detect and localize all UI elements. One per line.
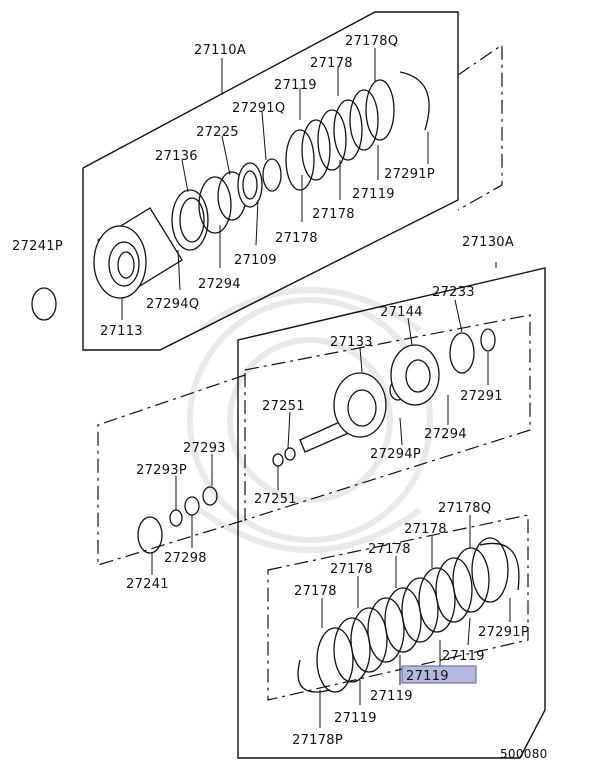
label-27178-b3: 27178 [330,562,373,577]
label-27130A: 27130A [462,235,514,250]
lower-clutch-dash-line [267,514,529,701]
label-27291Q: 27291Q [232,101,285,116]
label-27251-top: 27251 [262,399,305,414]
middle-assembly-dash-line [244,314,531,521]
label-27119-b3: 27119 [334,711,377,726]
label-27298: 27298 [164,551,207,566]
label-27294P: 27294P [370,447,421,462]
label-27291P-top: 27291P [384,167,435,182]
label-27293: 27293 [183,441,226,456]
label-27136: 27136 [155,149,198,164]
label-27225: 27225 [196,125,239,140]
highlighted-part-box [401,665,477,684]
label-27178-b2: 27178 [368,542,411,557]
label-27241: 27241 [126,577,169,592]
top-leader-lines [121,48,429,320]
label-27119-top2: 27119 [352,187,395,202]
label-27113: 27113 [100,324,143,339]
label-27119-b1: 27119 [442,649,485,664]
top-assembly-frame [82,11,459,351]
top-assembly-dash-line [457,43,503,211]
label-27119-b2: 27119 [370,689,413,704]
label-27178P: 27178P [292,733,343,748]
label-27294-top: 27294 [198,277,241,292]
diagram-id: 500080 [500,747,548,761]
label-27109: 27109 [234,253,277,268]
snap-ring-27241P [31,287,57,321]
drum-27113 [93,207,183,299]
watermark [187,287,433,553]
label-27291P-bot: 27291P [478,625,529,640]
top-clutch-parts [171,71,430,251]
lower-clutch-plates [297,537,520,693]
part-labels: 27110A 27178Q 27178 27119 27291Q 27225 2… [12,34,548,761]
middle-leader-lines [151,262,497,575]
label-27178-b4: 27178 [294,584,337,599]
label-27178-top1: 27178 [310,56,353,71]
label-27294-mid: 27294 [424,427,467,442]
label-27241P: 27241P [12,239,63,254]
lower-assembly-frame [237,267,546,759]
label-27294Q: 27294Q [146,297,199,312]
label-27110A: 27110A [194,43,246,58]
label-27144: 27144 [380,305,423,320]
label-27178Q-bot: 27178Q [438,501,491,516]
label-27178Q-top: 27178Q [345,34,398,49]
middle-parts [272,328,496,467]
label-27119-top1: 27119 [274,78,317,93]
lower-leader-lines [319,515,511,728]
label-27133: 27133 [330,335,373,350]
label-27233: 27233 [432,285,475,300]
label-27178-top2: 27178 [312,207,355,222]
label-27291: 27291 [460,389,503,404]
label-27251-bot: 27251 [254,492,297,507]
left-small-parts [137,486,218,554]
label-27293P: 27293P [136,463,187,478]
label-27119-highlight: 27119 [406,669,449,684]
label-27178-top3: 27178 [275,231,318,246]
label-27178-b1: 27178 [404,522,447,537]
left-subassembly-dash-line [97,374,246,566]
